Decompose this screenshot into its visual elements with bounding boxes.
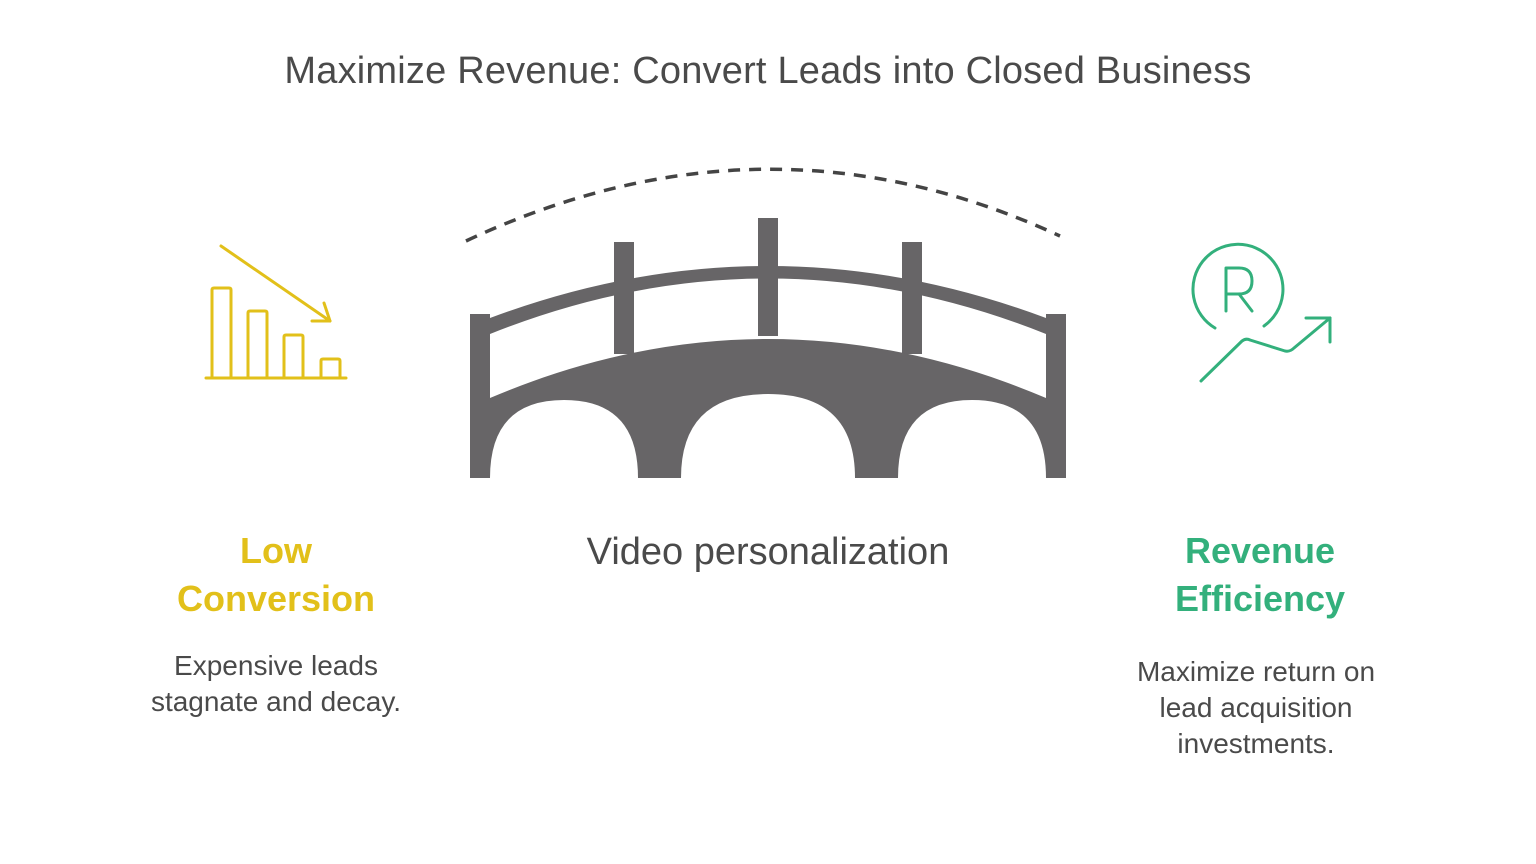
revenue-efficiency-heading: Revenue Efficiency — [1110, 527, 1410, 623]
description-line: lead acquisition — [1159, 692, 1353, 723]
page-title: Maximize Revenue: Convert Leads into Clo… — [284, 50, 1252, 92]
bridge-icon — [465, 167, 1066, 478]
revenue-efficiency-description: Maximize return on lead acquisition inve… — [1106, 654, 1406, 762]
heading-line: Conversion — [176, 578, 376, 619]
heading-line: Low — [240, 530, 312, 571]
heading-line: Efficiency — [1174, 578, 1346, 619]
heading-line: Revenue — [1184, 530, 1336, 571]
low-conversion-heading: Low Conversion — [126, 527, 426, 623]
declining-bar-chart-icon — [204, 244, 348, 380]
revenue-growth-icon — [1191, 242, 1332, 383]
description-line: stagnate and decay. — [150, 686, 402, 717]
description-line: investments. — [1177, 728, 1335, 759]
bridge-label: Video personalization — [586, 531, 950, 573]
description-line: Maximize return on — [1136, 656, 1376, 687]
low-conversion-description: Expensive leads stagnate and decay. — [126, 648, 426, 720]
description-line: Expensive leads — [174, 650, 378, 681]
